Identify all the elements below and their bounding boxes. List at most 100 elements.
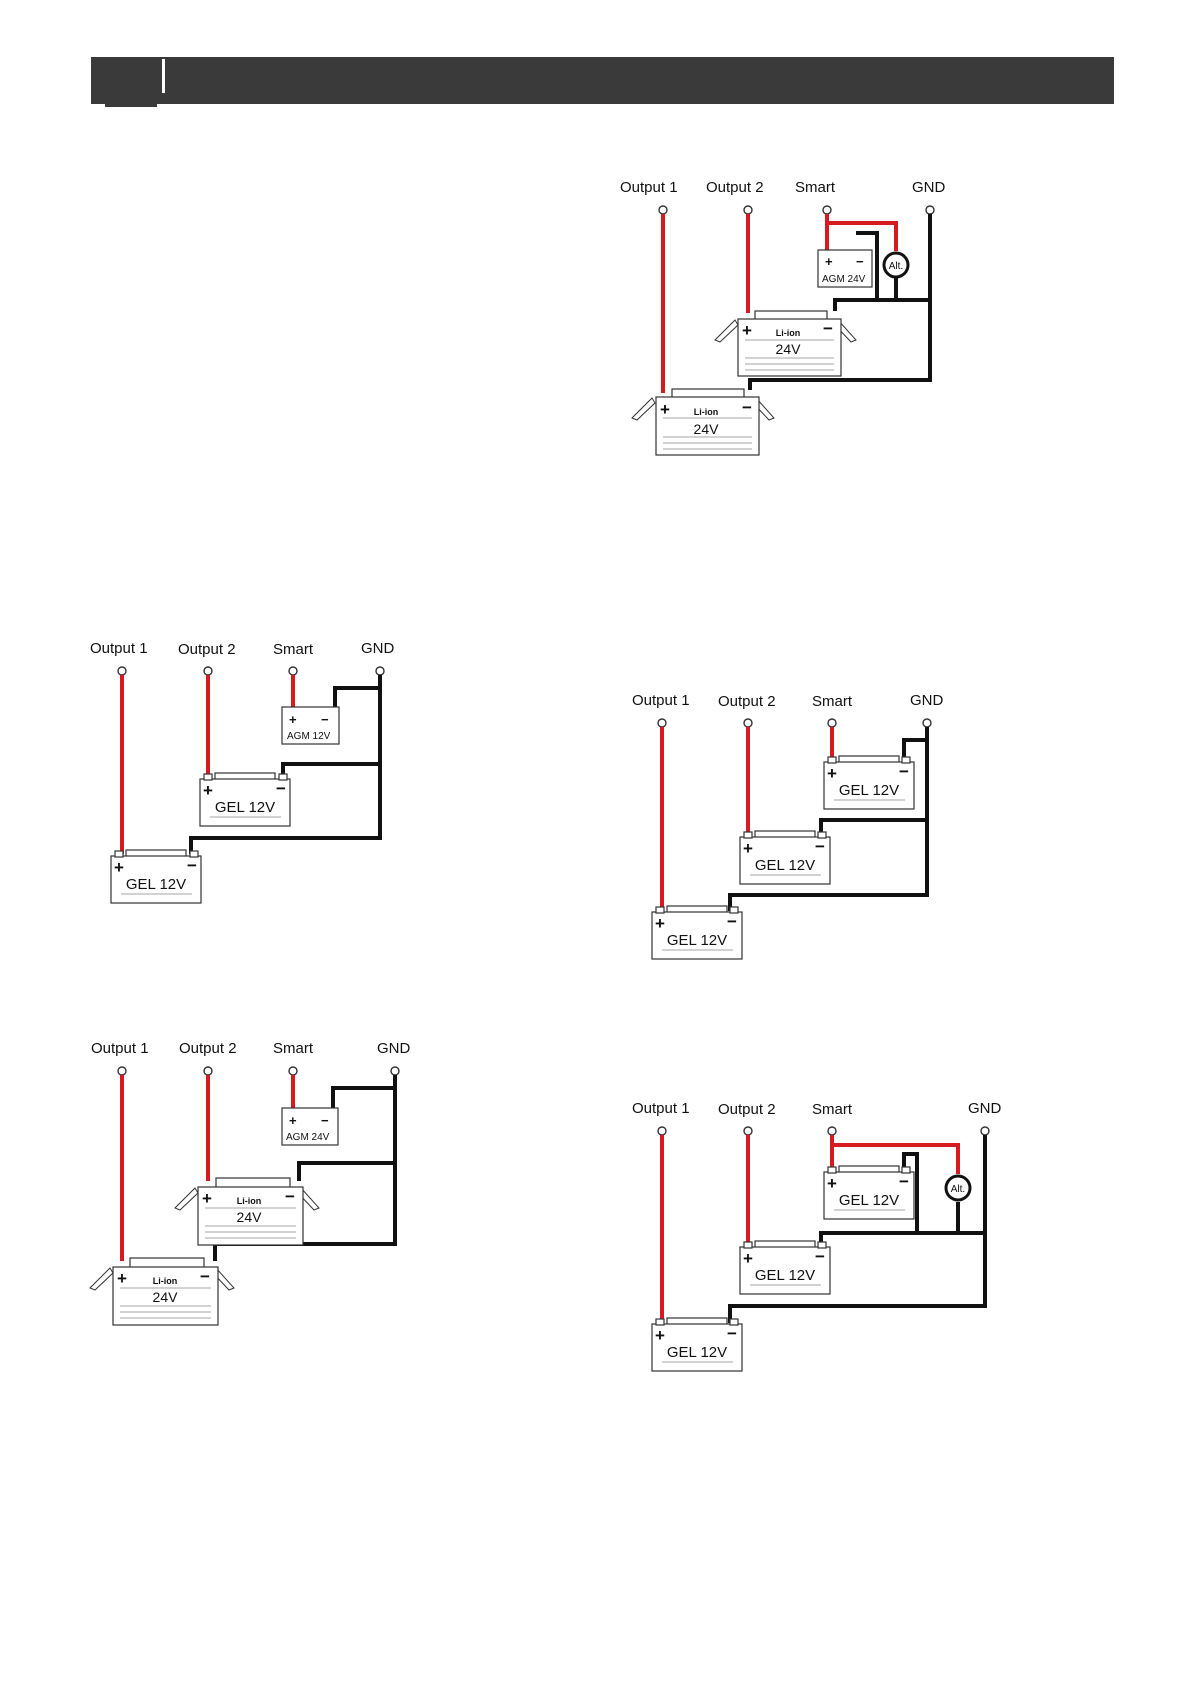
wire-gnd-1 [748,214,932,390]
wiring-diagram-gel-three: Output 1 Output 2 Smart GND + − GEL 12V … [632,692,944,960]
svg-text:−: − [815,837,825,856]
battery-liion-24v-bottom: + − Li-ion 24V [89,1257,235,1326]
svg-text:+: + [655,1326,665,1345]
wire-gnd-3 [297,1161,395,1181]
svg-text:GEL 12V: GEL 12V [667,932,727,949]
wire-gnd-2 [819,1231,985,1246]
svg-text:AGM 24V: AGM 24V [286,1132,330,1143]
battery-gel-12v-bottom: + − GEL 12V [651,1317,743,1372]
svg-text:GEL 12V: GEL 12V [215,799,275,816]
terminal-output-1 [117,666,127,676]
svg-text:−: − [321,1113,329,1128]
svg-text:+: + [289,1113,297,1128]
terminal-gnd [922,718,932,728]
svg-text:GEL 12V: GEL 12V [839,1192,899,1209]
header-bar [91,57,1114,107]
label-smart: Smart [812,1101,853,1118]
svg-text:−: − [899,762,909,781]
svg-text:−: − [815,1247,825,1266]
svg-text:Alt.: Alt. [951,1184,965,1195]
header-divider [162,59,165,93]
wire-smart-alt [832,1143,960,1174]
label-gnd: GND [377,1040,411,1057]
svg-text:Li-ion: Li-ion [153,1276,178,1286]
battery-gel-12v-top: + − GEL 12V [823,1165,915,1220]
label-output-2: Output 2 [178,641,236,658]
svg-text:Li-ion: Li-ion [237,1196,262,1206]
svg-text:−: − [187,856,197,875]
terminal-gnd [390,1066,400,1076]
svg-text:+: + [742,321,752,340]
svg-text:−: − [727,1324,737,1343]
battery-gel-12v-mid: + − GEL 12V [739,1240,831,1295]
svg-text:GEL 12V: GEL 12V [839,782,899,799]
wire-gnd-1 [728,727,929,911]
svg-text:+: + [203,781,213,800]
alternator: Alt. [882,251,910,279]
svg-text:+: + [289,712,297,727]
svg-text:−: − [285,1187,295,1206]
svg-text:−: − [856,254,864,269]
svg-text:+: + [202,1189,212,1208]
svg-text:−: − [200,1267,210,1286]
label-gnd: GND [910,692,944,709]
battery-agm-24v: + − AGM 24V [817,249,873,288]
label-output-2: Output 2 [706,179,764,196]
label-smart: Smart [273,1040,314,1057]
svg-text:−: − [727,912,737,931]
svg-text:+: + [743,839,753,858]
battery-gel-12v-mid: + − GEL 12V [199,772,291,827]
terminal-output-1 [657,718,667,728]
svg-text:24V: 24V [694,421,720,437]
wiring-diagram-gel-alternator: Output 1 Output 2 Smart GND Alt. + − GEL… [632,1100,1002,1372]
wire-gnd-1 [189,675,382,854]
svg-text:+: + [827,764,837,783]
wire-gnd-1 [728,1135,987,1323]
svg-text:GEL 12V: GEL 12V [755,1267,815,1284]
svg-text:GEL 12V: GEL 12V [667,1344,727,1361]
terminal-output-1 [117,1066,127,1076]
svg-text:AGM 24V: AGM 24V [822,274,866,285]
terminal-smart [288,1066,298,1076]
terminal-gnd [925,205,935,215]
svg-text:GEL 12V: GEL 12V [126,876,186,893]
svg-text:GEL 12V: GEL 12V [755,857,815,874]
wire-smart-alt [827,221,898,251]
wire-gnd-2 [902,738,927,761]
battery-agm-12v: + − AGM 12V [281,706,340,745]
svg-text:+: + [117,1269,127,1288]
label-output-1: Output 1 [620,179,678,196]
svg-text:−: − [321,712,329,727]
terminal-output-2 [743,718,753,728]
svg-text:Li-ion: Li-ion [776,328,801,338]
battery-agm-24v: + − AGM 24V [281,1107,339,1146]
terminal-smart [822,205,832,215]
alternator: Alt. [944,1174,972,1202]
svg-text:−: − [742,398,752,417]
battery-liion-24v-mid: + − Li-ion 24V [714,310,857,377]
svg-text:24V: 24V [237,1209,263,1225]
label-smart: Smart [273,641,314,658]
header-underline [105,104,157,107]
terminal-smart [827,1126,837,1136]
label-gnd: GND [968,1100,1002,1117]
svg-text:24V: 24V [776,341,802,357]
svg-text:+: + [825,254,833,269]
label-output-2: Output 2 [179,1040,237,1057]
wire-gnd-2 [331,1086,395,1108]
battery-gel-12v-bottom: + − GEL 12V [651,905,743,960]
terminal-output-1 [658,205,668,215]
svg-text:+: + [655,914,665,933]
header-tab [91,57,162,104]
wiring-diagram-liion-alternator: Output 1 Output 2 Smart GND Alt. + − AGM… [620,179,946,456]
terminal-gnd [980,1126,990,1136]
terminal-smart [827,718,837,728]
wire-gnd-1 [213,1075,397,1261]
label-output-2: Output 2 [718,693,776,710]
wire-gnd-2 [333,686,380,707]
svg-text:−: − [899,1172,909,1191]
terminal-output-1 [657,1126,667,1136]
battery-liion-24v-mid: + − Li-ion 24V [174,1177,320,1246]
terminal-output-2 [203,1066,213,1076]
battery-gel-12v-mid: + − GEL 12V [739,830,831,885]
